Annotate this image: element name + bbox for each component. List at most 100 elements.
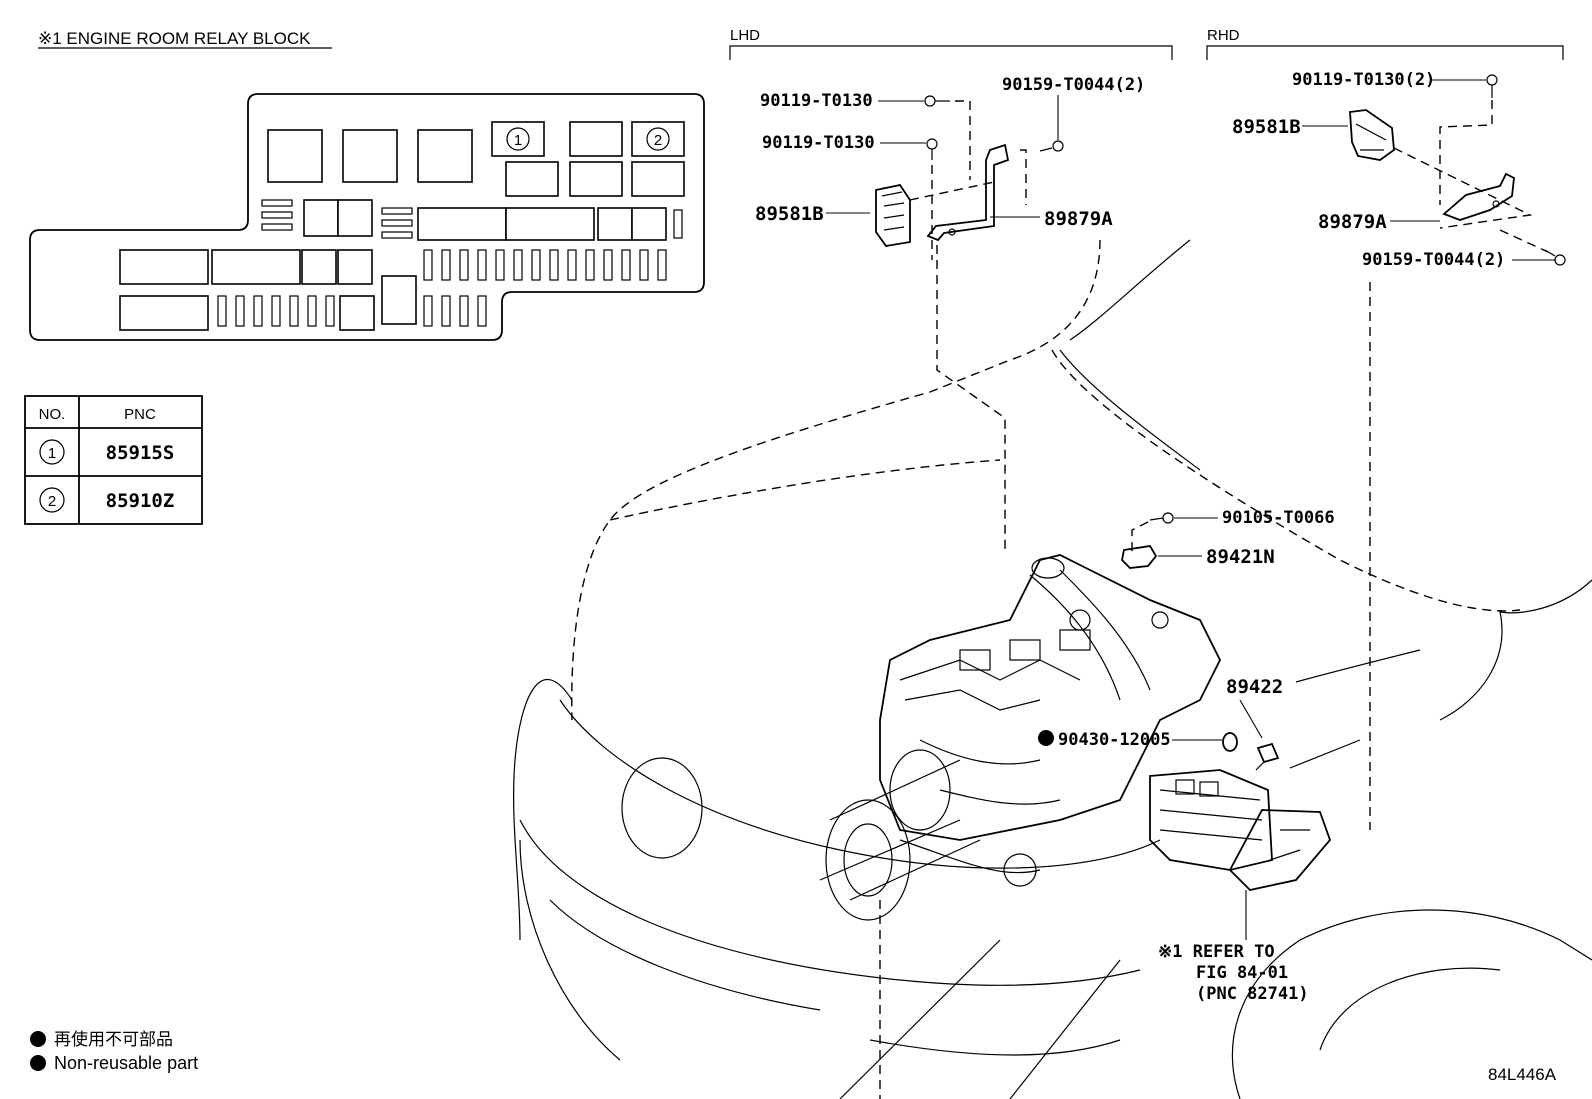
relay-box: [337, 249, 373, 285]
mini-fuse: [531, 249, 541, 281]
relay-box: [119, 295, 209, 331]
relay-box: [505, 161, 559, 197]
engine-assembly-dash: [1295, 649, 1421, 683]
body-line: [1009, 959, 1121, 1099]
reference-line-2: FIG 84-01: [1196, 963, 1288, 983]
relay-box: [267, 129, 323, 183]
relay-box: [381, 275, 417, 325]
bracket-icon: [1442, 172, 1515, 221]
engine-bolt-label: 90105-T0066: [1222, 508, 1335, 528]
engine-parts-group: 90105-T0066 89421N 89422 90430-12005: [1038, 508, 1421, 1004]
mini-fuse: [621, 249, 631, 281]
sensor-bracket-label: 89421N: [1206, 546, 1275, 568]
engine-assembly: [819, 554, 1222, 921]
figure-id: 84L446A: [1488, 1065, 1557, 1084]
lhd-assembly-dash: [955, 100, 971, 180]
front-fascia: [519, 819, 1141, 986]
rhd-bracket-line: [1206, 45, 1564, 60]
relay-box: [631, 161, 685, 197]
legend: 再使用不可部品 Non-reusable part: [30, 1029, 198, 1073]
mini-fuse-row-2: [217, 295, 487, 327]
front-fascia: [519, 839, 621, 1061]
front-fascia: [513, 678, 573, 941]
rhd-label: RHD: [1207, 27, 1240, 44]
lhd-assembly-dash: [909, 181, 995, 201]
leader-line: [1239, 699, 1263, 739]
mini-fuse: [549, 249, 559, 281]
wheel-arch: [1319, 967, 1501, 1051]
fuse: [261, 199, 293, 207]
mini-fuse: [459, 295, 469, 327]
relay-box: [301, 249, 337, 285]
relay-box: [119, 249, 209, 285]
marker-1-label: 1: [514, 132, 522, 149]
legend-jp: 再使用不可部品: [54, 1029, 173, 1049]
pnc-row-2-pnc: 85910Z: [106, 490, 175, 512]
mini-fuse: [235, 295, 245, 327]
lhd-screw-label: 90159-T0044(2): [1002, 75, 1145, 95]
fuse: [261, 211, 293, 219]
relay-box: [417, 207, 507, 241]
fuse: [381, 219, 413, 227]
rhd-bolt-label: 90119-T0130(2): [1292, 70, 1435, 90]
pnc-table-frame: [24, 395, 203, 525]
relay-box: [569, 121, 623, 157]
mini-fuse: [289, 295, 299, 327]
relay-box: [631, 207, 667, 241]
bolt-icon: [924, 95, 950, 107]
pnc-row-2-no: 2: [48, 493, 56, 510]
mini-fuse: [217, 295, 227, 327]
mini-fuse: [271, 295, 281, 327]
bolt-icon: [1486, 74, 1498, 98]
lhd-bolt-a-label: 90119-T0130: [760, 91, 873, 111]
marker-2-circle: [646, 127, 670, 151]
mini-fuse: [495, 249, 505, 281]
mini-fuse: [477, 295, 487, 327]
pnc-row-2-circle: [39, 487, 65, 513]
hood-edge: [1069, 239, 1191, 341]
relay-block-title: ※1 ENGINE ROOM RELAY BLOCK: [38, 29, 311, 48]
reference-line-1: ※1 REFER TO: [1158, 942, 1275, 962]
lhd-ecu-label: 89581B: [755, 203, 824, 225]
mini-fuse: [639, 249, 649, 281]
relay-box: [211, 249, 301, 285]
legend-en: Non-reusable part: [54, 1053, 198, 1073]
vehicle-outline: [513, 239, 1592, 1099]
lhd-parts-group: 90119-T0130 90119-T0130 90159-T0044(2) 8…: [755, 75, 1145, 550]
hood-edge: [1059, 349, 1201, 471]
pnc-table-header-no: NO.: [39, 406, 66, 423]
marker-1-circle: [506, 127, 530, 151]
sensor-icon: [1255, 742, 1280, 771]
sensor-bracket-icon: [1121, 545, 1158, 569]
mini-fuse: [441, 249, 451, 281]
mini-fuse: [325, 295, 335, 327]
relay-box: [339, 295, 375, 331]
body-line: [839, 939, 1001, 1099]
lhd-assembly-dash: [1020, 149, 1027, 205]
relay-box: [342, 129, 398, 183]
fuse: [381, 207, 413, 215]
fuse: [261, 223, 293, 231]
mini-fuse: [423, 295, 433, 327]
rhd-parts-group: 90119-T0130(2) 89581B 89879A 90159-T0044…: [1232, 70, 1566, 830]
legend-dot-en: [30, 1055, 46, 1071]
front-fascia: [869, 1039, 1121, 1056]
rhd-bracket-label: 89879A: [1318, 211, 1387, 233]
lhd-section-bracket: LHD: [729, 27, 1173, 60]
gasket-icon: [1222, 732, 1238, 752]
lhd-bracket-line: [729, 45, 1173, 60]
mini-fuse: [513, 249, 523, 281]
rhd-ecu-label: 89581B: [1232, 116, 1301, 138]
relay-box: [337, 199, 373, 237]
bracket-icon: [926, 143, 1010, 242]
mini-fuse: [307, 295, 317, 327]
hood-edge: [571, 239, 1101, 721]
mini-fuse: [603, 249, 613, 281]
relay-box: [597, 207, 633, 241]
rhd-assembly-dash: [1393, 147, 1533, 229]
pnc-table: NO. PNC 1 85915S 2 85910Z: [24, 395, 203, 525]
sensor-label: 89422: [1226, 676, 1283, 698]
hood-edge: [1051, 349, 1521, 612]
engine-assembly-dash: [1131, 521, 1149, 556]
